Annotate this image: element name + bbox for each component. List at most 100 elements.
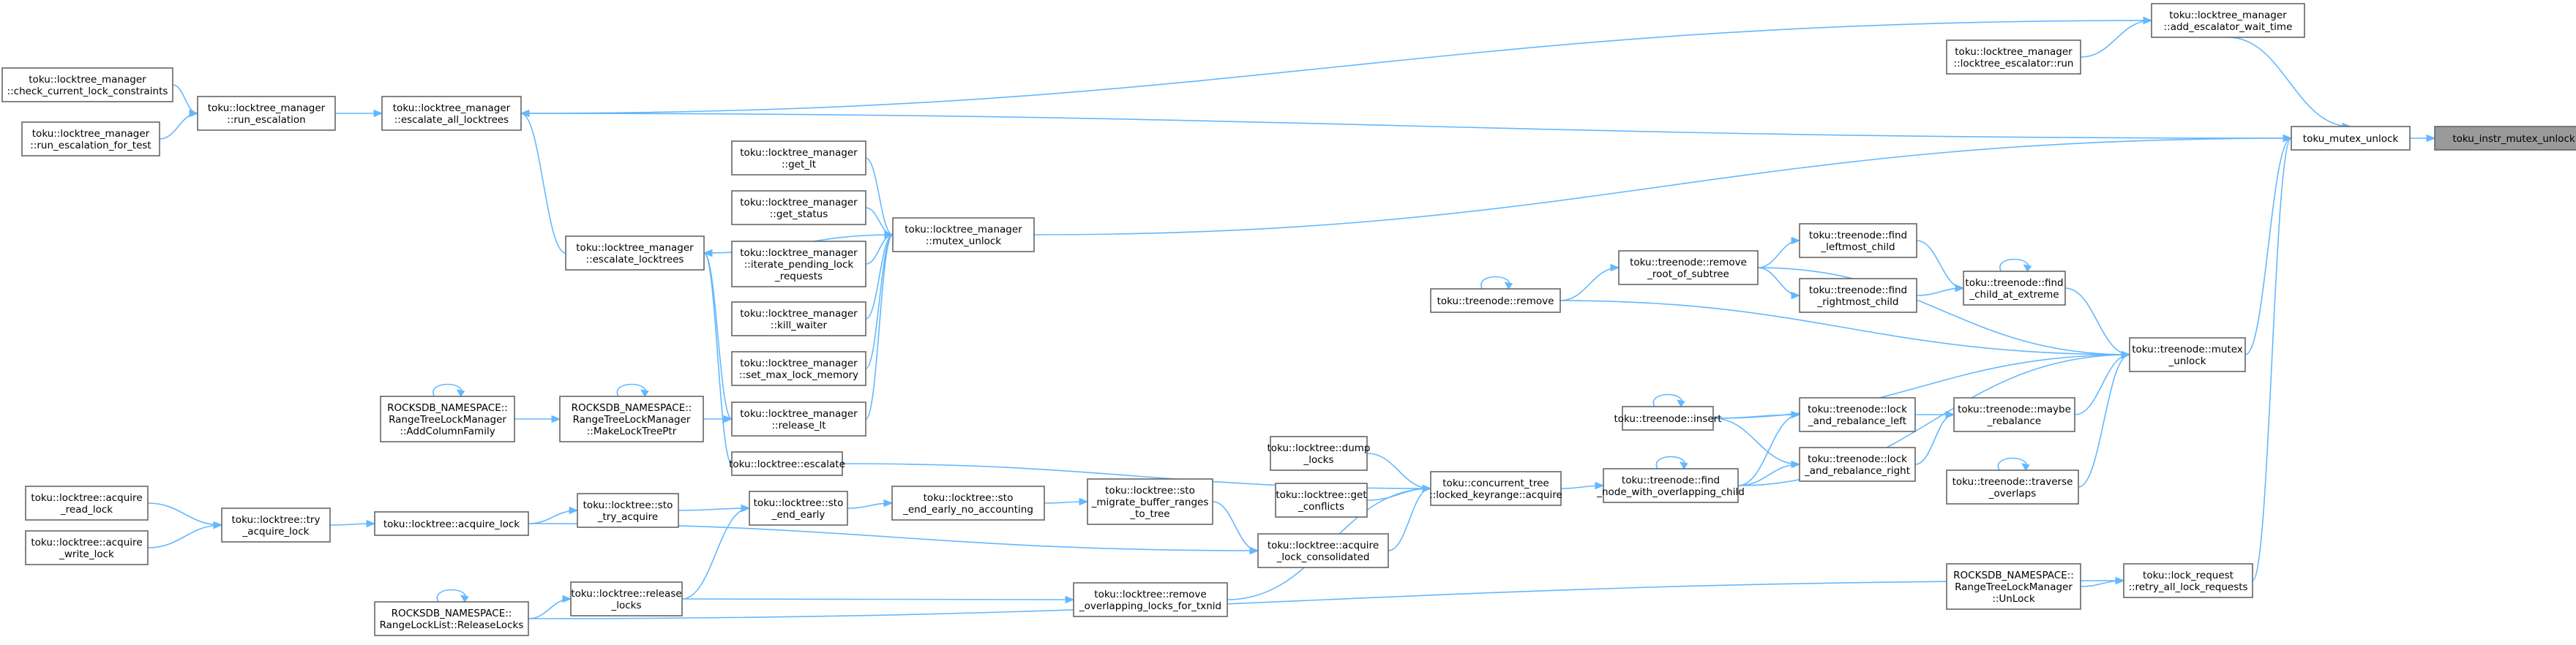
graph-node[interactable]: toku::locktree_manager::add_escalator_wa…	[2151, 3, 2305, 38]
graph-node[interactable]: toku::locktree::sto_end_early	[749, 491, 848, 526]
graph-node[interactable]: toku::locktree_manager::release_lt	[731, 401, 866, 437]
edge-arrowhead	[1079, 497, 1089, 506]
edge-arrowhead	[2283, 134, 2293, 143]
graph-node[interactable]: toku::locktree_manager::locktree_escalat…	[1946, 39, 2081, 75]
graph-node[interactable]: toku::treenode::find_child_at_extreme	[1963, 271, 2066, 306]
edge-arrowhead	[884, 230, 894, 239]
edge-line	[865, 157, 894, 235]
node-label: RangeTreeLockManager	[573, 414, 691, 426]
node-box	[749, 491, 848, 526]
graph-node[interactable]: toku::locktree_manager::check_current_lo…	[1, 67, 173, 102]
graph-node[interactable]: toku::locktree::dump_locks	[1268, 436, 1371, 471]
node-label: toku::locktree::try	[232, 514, 321, 526]
node-label: toku_instr_mutex_unlock	[2452, 133, 2575, 145]
edge-line	[2228, 37, 2351, 127]
node-box	[1946, 563, 2081, 610]
graph-node[interactable]: toku::treenode::lock_and_rebalance_right	[1799, 447, 1916, 482]
graph-node[interactable]: toku::locktree::escalate	[729, 451, 845, 476]
node-label: toku::locktree::dump	[1268, 442, 1371, 454]
node-label: ::set_max_lock_memory	[739, 369, 858, 381]
node-box	[1257, 533, 1389, 568]
graph-node[interactable]: toku::locktree::try_acquire_lock	[221, 508, 331, 543]
node-label: toku::locktree::sto	[754, 497, 844, 509]
node-box	[731, 140, 866, 176]
node-label: _and_rebalance_left	[1808, 415, 1906, 427]
graph-node[interactable]: toku::locktree_manager::run_escalation_f…	[21, 121, 160, 156]
node-box	[1087, 478, 1213, 525]
graph-node[interactable]: toku::locktree::acquire_lock	[374, 511, 529, 536]
node-label: ::UnLock	[1992, 593, 2034, 605]
node-label: toku::treenode::remove	[1630, 257, 1747, 268]
graph-node[interactable]: toku::treenode::find_rightmost_child	[1799, 278, 1917, 313]
node-label: toku::locktree_manager	[2169, 10, 2287, 21]
edge-line	[2244, 137, 2292, 355]
node-label: toku::locktree::sto	[924, 492, 1014, 504]
graph-node[interactable]: toku::treenode::maybe_rebalance	[1953, 397, 2075, 432]
node-box	[1430, 288, 1561, 313]
graph-node[interactable]: toku::locktree::acquire_read_lock	[25, 486, 149, 521]
node-label: toku::locktree::remove	[1094, 589, 1206, 600]
node-label: _acquire_lock	[242, 526, 310, 538]
graph-node[interactable]: toku::locktree::get_conflicts	[1275, 483, 1368, 518]
graph-node[interactable]: toku::locktree::sto_try_acquire	[577, 493, 679, 528]
graph-node[interactable]: toku::locktree_manager::escalate_all_loc…	[381, 96, 522, 131]
graph-node[interactable]: toku::treenode::find_node_with_overlappi…	[1596, 468, 1745, 503]
graph-node[interactable]: toku::locktree_manager::get_lt	[731, 140, 866, 176]
graph-node[interactable]: toku::treenode::insert	[1614, 406, 1722, 431]
graph-node[interactable]: ROCKSDB_NAMESPACE::RangeTreeLockManager:…	[380, 396, 515, 442]
node-label: toku::locktree::escalate	[729, 459, 845, 470]
graph-node[interactable]: toku::treenode::lock_and_rebalance_left	[1799, 397, 1916, 432]
node-label: toku::locktree_manager	[1955, 46, 2073, 58]
graph-node[interactable]: toku_mutex_unlock	[2291, 126, 2411, 151]
node-label: _rightmost_child	[1816, 296, 1898, 308]
edge-arrowhead	[2426, 134, 2436, 143]
graph-node[interactable]: ROCKSDB_NAMESPACE::RangeTreeLockManager:…	[1946, 563, 2081, 610]
edge-arrowhead	[1249, 546, 1259, 555]
node-label: _end_early	[771, 509, 825, 521]
graph-node[interactable]: toku::treenode::mutex_unlock	[2129, 337, 2246, 372]
graph-node[interactable]: toku::locktree_manager::iterate_pending_…	[731, 241, 866, 287]
graph-node[interactable]: toku::treenode::find_leftmost_child	[1799, 223, 1917, 258]
node-label: toku::locktree::acquire	[1268, 540, 1379, 551]
graph-node[interactable]: toku::treenode::remove	[1430, 288, 1561, 313]
graph-node[interactable]: toku::locktree_manager::set_max_lock_mem…	[731, 351, 866, 386]
graph-node[interactable]: ROCKSDB_NAMESPACE::RangeLockList::Releas…	[374, 601, 529, 636]
graph-node[interactable]: toku::locktree_manager::kill_waiter	[731, 301, 866, 336]
root-node[interactable]: toku_instr_mutex_unlock	[2434, 126, 2576, 151]
node-label: ::AddColumnFamily	[400, 426, 495, 437]
node-box	[1275, 483, 1368, 518]
graph-node[interactable]: toku::locktree_manager::escalate_locktre…	[565, 235, 705, 271]
edge-arrowhead	[1955, 284, 1965, 293]
graph-node[interactable]: toku::locktree_manager::mutex_unlock	[892, 217, 1035, 252]
graph-node[interactable]: toku::locktree::release_locks	[570, 581, 683, 616]
node-box	[221, 508, 331, 543]
edge-arrowhead	[1945, 410, 1955, 419]
graph-node[interactable]: toku::concurrent_tree::locked_keyrange::…	[1429, 471, 1562, 506]
graph-node[interactable]: toku::locktree_manager::get_status	[731, 190, 866, 225]
node-label: ROCKSDB_NAMESPACE::	[392, 608, 512, 619]
graph-node[interactable]: toku::locktree::acquire_write_lock	[25, 530, 149, 565]
node-box	[731, 301, 866, 336]
graph-node[interactable]: toku::locktree::sto_migrate_buffer_range…	[1087, 478, 1213, 525]
edge-arrowhead	[741, 504, 751, 513]
node-label: toku::locktree::acquire_lock	[383, 518, 520, 530]
node-label: toku::treenode::maybe	[1958, 404, 2071, 415]
graph-node[interactable]: toku::locktree::acquire_lock_consolidate…	[1257, 533, 1389, 568]
graph-node[interactable]: toku::locktree_manager::run_escalation	[197, 96, 336, 131]
node-box	[565, 235, 705, 271]
graph-node[interactable]: toku::locktree::sto_end_early_no_account…	[891, 486, 1045, 521]
graph-node[interactable]: toku::treenode::remove_root_of_subtree	[1618, 250, 1759, 285]
node-label: ::MakeLockTreePtr	[587, 426, 677, 437]
edge-line	[681, 598, 1074, 600]
edge-line	[147, 502, 222, 526]
graph-node[interactable]: toku::treenode::traverse_overlaps	[1946, 469, 2079, 505]
graph-node[interactable]: toku::lock_request::retry_all_lock_reque…	[2123, 563, 2253, 598]
node-label: toku::locktree_manager	[29, 74, 146, 86]
edge-arrowhead	[2143, 16, 2153, 25]
node-label: _locks	[610, 600, 641, 611]
graph-node[interactable]: toku::locktree::remove_overlapping_locks…	[1073, 582, 1228, 617]
edge-line	[2080, 20, 2152, 58]
node-label: ROCKSDB_NAMESPACE::	[572, 402, 692, 414]
graph-node[interactable]: ROCKSDB_NAMESPACE::RangeTreeLockManager:…	[559, 396, 704, 442]
node-label: toku::treenode::lock	[1808, 453, 1907, 465]
